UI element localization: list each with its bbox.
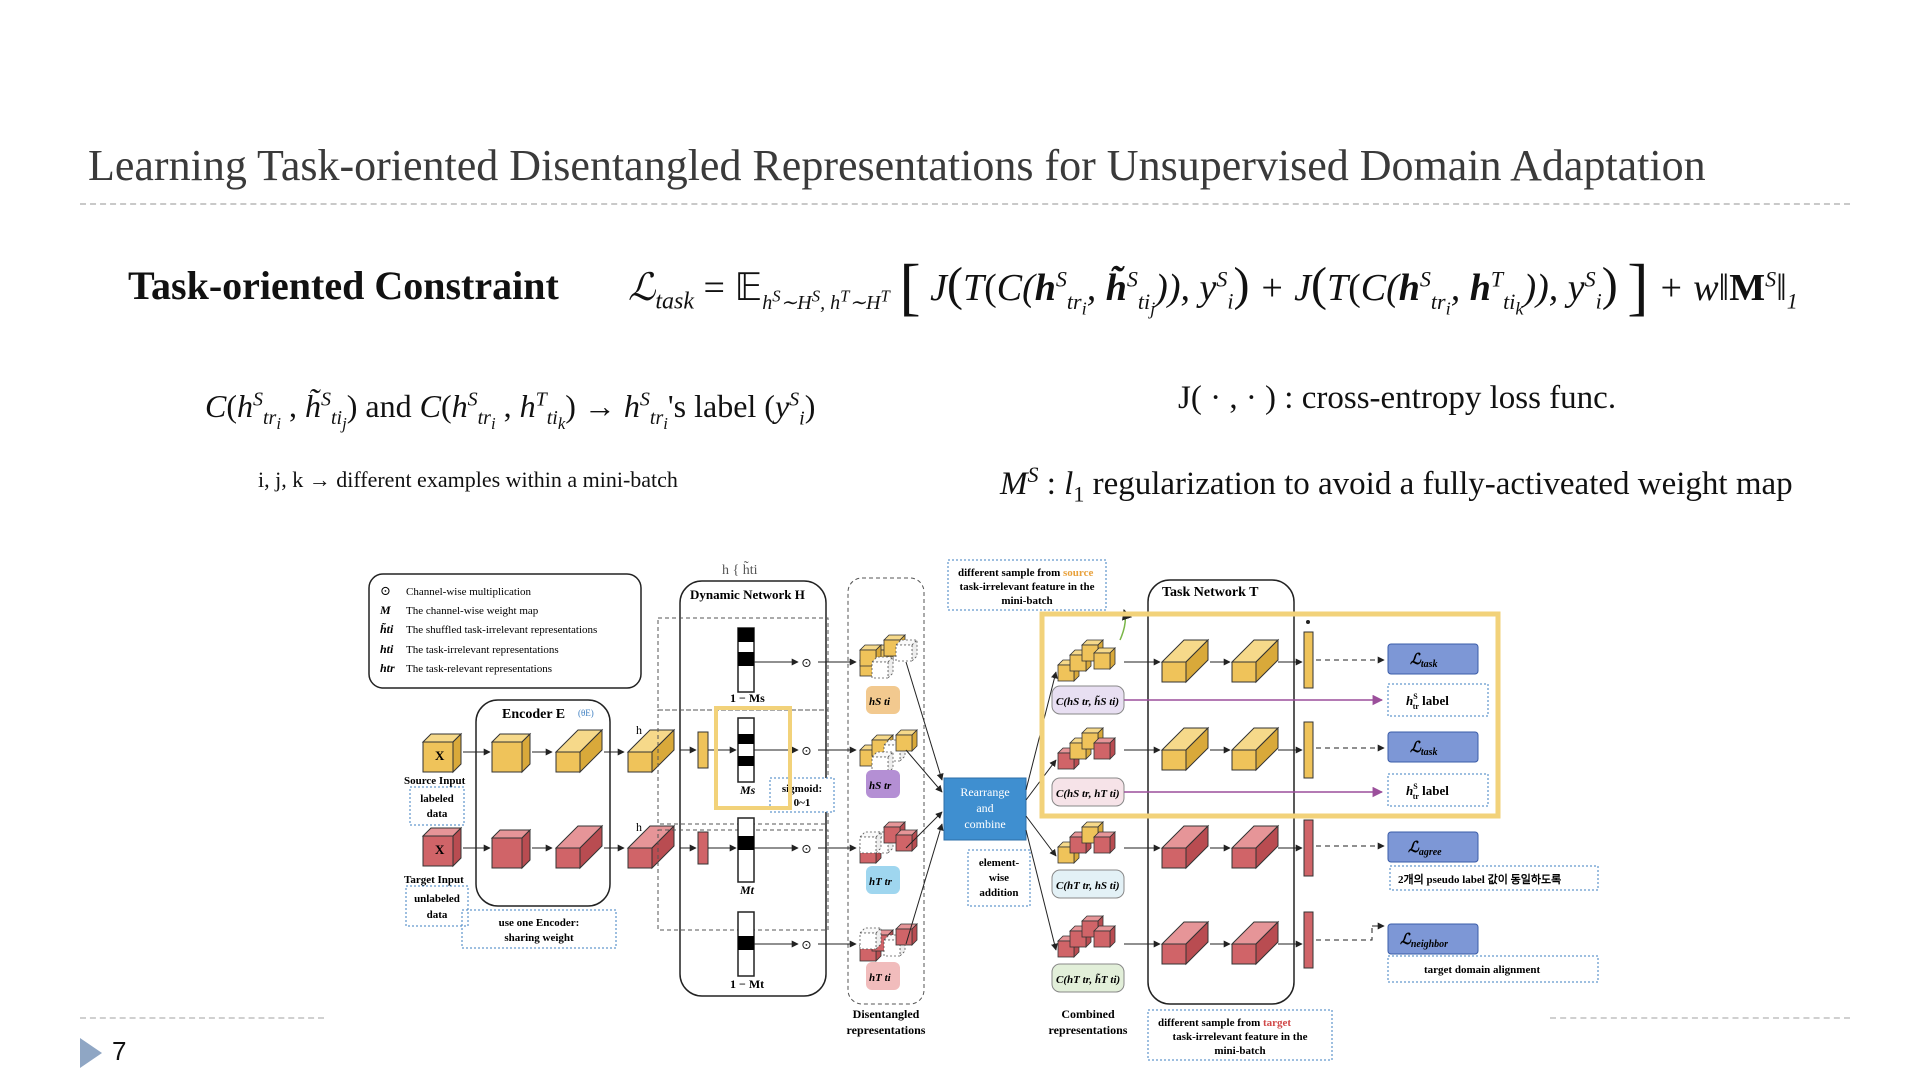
disentangled-representations: hS ti hS tr hT tr hT ti Disentangled rep…: [818, 577, 926, 1037]
dis-label-2: hT tr: [869, 876, 893, 888]
highlight-frame: [1039, 611, 1501, 819]
rearrange-combine: Rearrange and combine element- wise addi…: [943, 777, 1031, 907]
source-input: X Source Input labeled data: [404, 733, 466, 826]
page-marker-icon: [80, 1038, 102, 1068]
dynamic-network: h { h̃ti Dynamic Network H 1 − Ms Ms Mt …: [657, 561, 835, 997]
svg-text:h: h: [636, 723, 642, 737]
encoder-block: Encoder E (θE) use one Encoder: sharing …: [461, 699, 617, 949]
sigmoid-note-1: sigmoid:: [782, 783, 822, 795]
svg-text:hStr label: hStr label: [1406, 692, 1449, 711]
combined-label-note: C(hStri , h̃Stij) and C(hStri , hTtik) →…: [205, 388, 816, 434]
target-input: X Target Input unlabeled data: [404, 827, 469, 927]
mask-label-2: Mt: [739, 883, 755, 897]
dis-caption-2: representations: [847, 1023, 926, 1037]
rearrange-in-arrows: [905, 661, 944, 945]
elementwise-1: element-: [979, 857, 1020, 869]
slide-title: Learning Task-oriented Disentangled Repr…: [88, 141, 1706, 190]
comb-caption-1: Combined: [1061, 1007, 1115, 1021]
svg-text:X: X: [435, 842, 445, 857]
legend-sym-3: hti: [380, 642, 394, 656]
legend-sym-1: M: [379, 603, 391, 617]
minibatch-note: i, j, k → different examples within a mi…: [258, 467, 678, 492]
target-tag-1: unlabeled: [414, 893, 460, 905]
svg-text:X: X: [435, 748, 445, 763]
regularization-note: MS : l1 regularization to avoid a fully-…: [1000, 462, 1793, 507]
dis-label-0: hS ti: [869, 696, 891, 708]
svg-text:h: h: [636, 820, 642, 834]
footer-rule-right: [1550, 1017, 1850, 1019]
dyn-scrawl: h { h̃ti: [722, 561, 758, 578]
svg-text:⊙: ⊙: [801, 937, 812, 952]
legend-sym-2: h̃ti: [380, 621, 394, 636]
source-input-label: Source Input: [404, 775, 466, 787]
svg-text:combine: combine: [964, 817, 1005, 831]
legend-text-1: The channel-wise weight map: [406, 605, 539, 617]
legend-sym-4: htr: [380, 661, 395, 675]
comb-caption-2: representations: [1049, 1023, 1128, 1037]
agree-note: 2개의 pseudo label 값이 동일하도록: [1398, 872, 1561, 886]
svg-text:⊙: ⊙: [801, 841, 812, 856]
dynamic-title: Dynamic Network H: [690, 587, 805, 602]
page-number: 7: [112, 1036, 127, 1066]
target-tag-2: data: [427, 909, 448, 921]
combined-representations: C(hS tr, h̃S ti) C(hS tr, hT ti) C(hT tr…: [1049, 609, 1132, 1037]
comb-label-1: C(hS tr, hT ti): [1056, 788, 1120, 800]
svg-text:⊙: ⊙: [801, 743, 812, 758]
mask-label-1: Ms: [739, 783, 756, 797]
task-network-title: Task Network T: [1162, 585, 1259, 600]
elementwise-3: addition: [979, 887, 1018, 899]
elementwise-2: wise: [989, 872, 1009, 884]
encoder-note-2: sharing weight: [504, 932, 574, 944]
task-loss-equation: ℒtask = 𝔼hS∼HS, hT∼HT [ J(T(C(hStri, h̃S…: [628, 251, 1798, 322]
legend-text-4: The task-relevant representations: [406, 663, 552, 675]
legend-text-3: The task-irrelevant representations: [406, 644, 559, 656]
svg-text:task-irrelevant feature in the: task-irrelevant feature in the: [960, 581, 1095, 593]
svg-text:Rearrange: Rearrange: [960, 785, 1009, 799]
svg-text:⊙: ⊙: [801, 655, 812, 670]
footer-rule-left: [80, 1017, 324, 1019]
mask-label-0: 1 − Ms: [730, 691, 765, 705]
mask-label-3: 1 − Mt: [730, 977, 764, 991]
dis-label-1: hS tr: [869, 780, 892, 792]
encoder-theta: (θE): [578, 708, 594, 718]
target-input-label: Target Input: [404, 874, 464, 886]
neighbor-note: target domain alignment: [1424, 964, 1540, 976]
cross-entropy-note: J( · , · ) : cross-entropy loss func.: [1178, 380, 1617, 416]
dis-caption-1: Disentangled: [853, 1007, 920, 1021]
source-tag-1: labeled: [420, 793, 454, 805]
comb-label-0: C(hS tr, h̃S ti): [1056, 695, 1119, 708]
title-divider: [80, 203, 1850, 205]
legend-sym-0: ⊙: [380, 583, 391, 598]
svg-text:task-irrelevant feature in the: task-irrelevant feature in the: [1173, 1031, 1308, 1043]
legend-text-2: The shuffled task-irrelevant representat…: [406, 624, 597, 636]
svg-text:and: and: [976, 801, 993, 815]
source-tag-2: data: [427, 808, 448, 820]
svg-text:different sample from target: different sample from target: [1158, 1017, 1291, 1029]
sigmoid-note-2: 0~1: [794, 797, 811, 809]
comb-label-2: C(hT tr, hS ti): [1056, 880, 1120, 892]
encoder-title: Encoder E: [502, 707, 565, 722]
comb-label-3: C(hT tr, h̃T ti): [1056, 973, 1120, 986]
svg-text:mini-batch: mini-batch: [1214, 1045, 1265, 1057]
source-sample-note: different sample from source task-irrele…: [947, 559, 1107, 611]
label-arrows: [1124, 694, 1384, 798]
svg-text:hStr label: hStr label: [1406, 782, 1449, 801]
svg-text:mini-batch: mini-batch: [1001, 595, 1052, 607]
features-after-encoder: h h: [604, 723, 675, 869]
target-sample-note: different sample from target task-irrele…: [1147, 1009, 1333, 1061]
legend-box: ⊙ Channel-wise multiplication M The chan…: [368, 573, 642, 689]
section-heading: Task-oriented Constraint: [128, 263, 559, 308]
encoder-note-1: use one Encoder:: [499, 917, 580, 929]
svg-text:different sample from source: different sample from source: [958, 567, 1093, 579]
legend-text-0: Channel-wise multiplication: [406, 586, 531, 598]
dis-label-3: hT ti: [869, 972, 892, 984]
